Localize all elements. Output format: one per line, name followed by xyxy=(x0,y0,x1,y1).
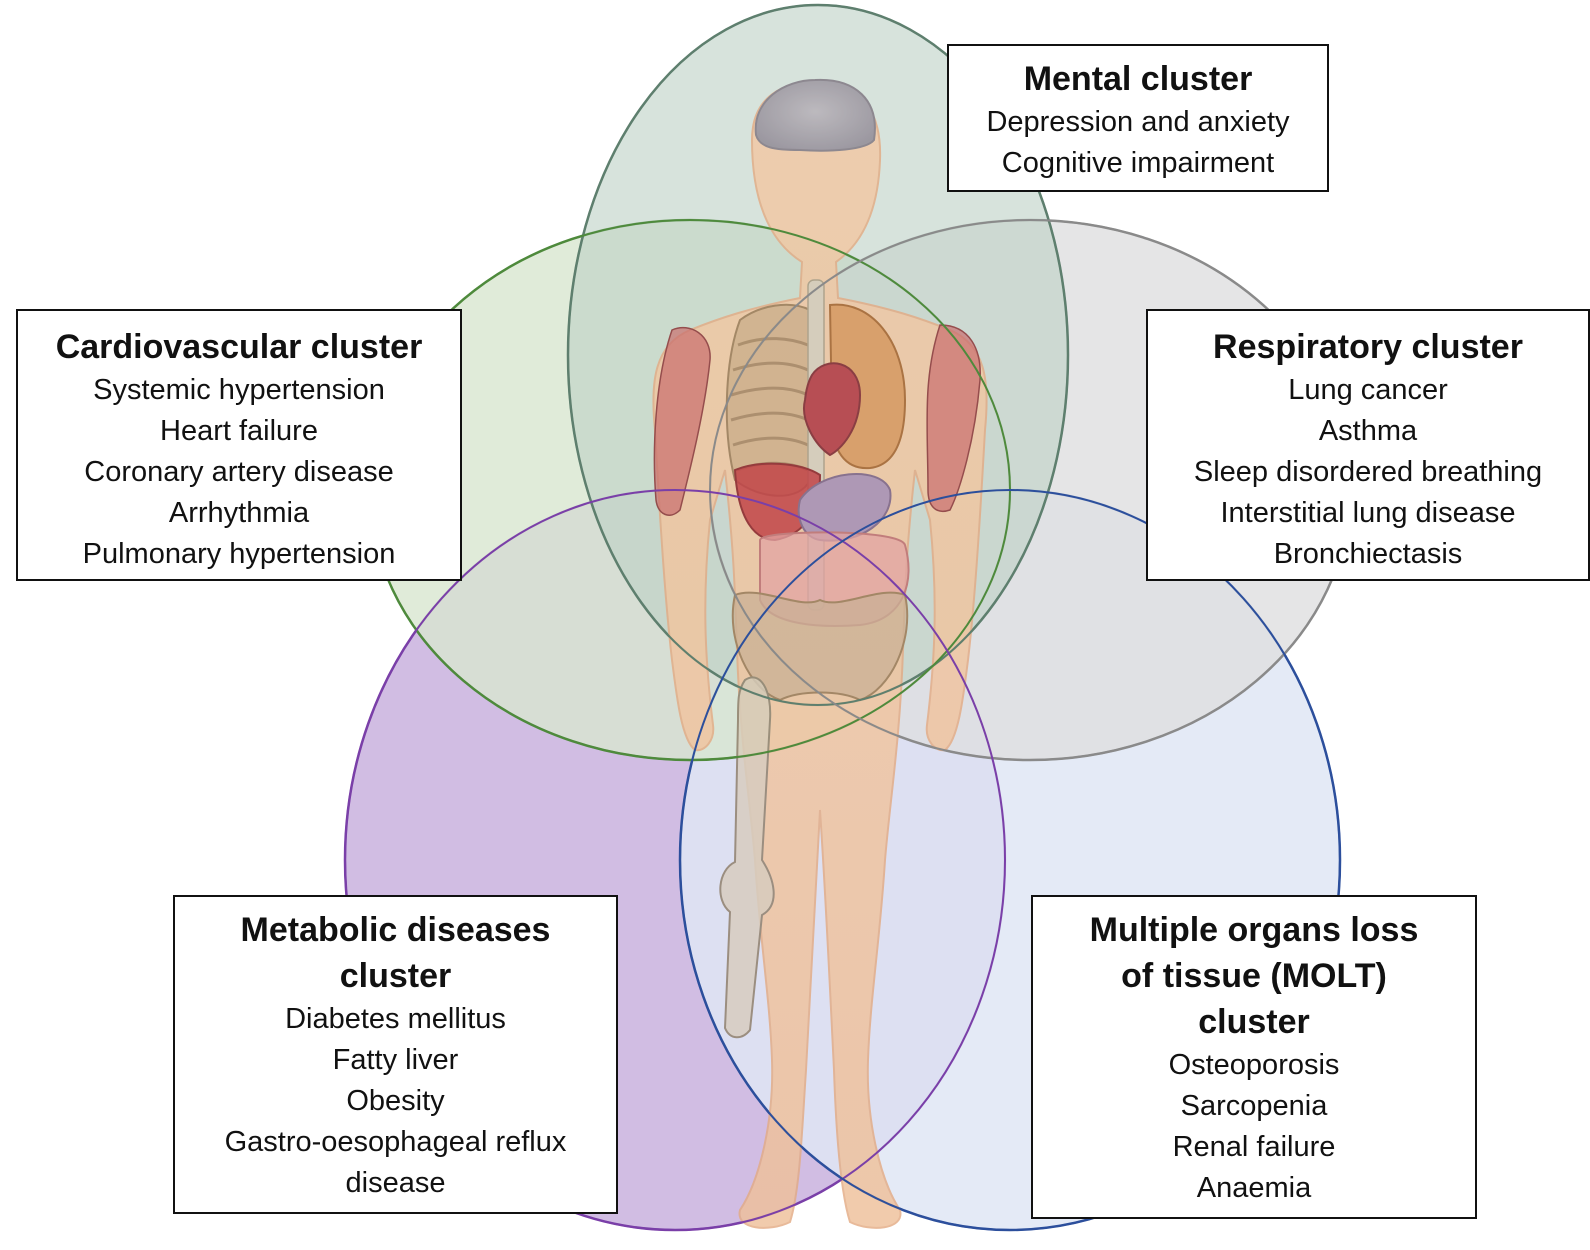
list-item: Systemic hypertension xyxy=(18,370,460,411)
list-item: Pulmonary hypertension xyxy=(18,534,460,575)
list-item: Anaemia xyxy=(1033,1168,1475,1209)
list-item: Lung cancer xyxy=(1148,370,1588,411)
mental-cluster-title: Mental cluster xyxy=(949,56,1327,102)
list-item: disease xyxy=(175,1163,616,1204)
list-item: Obesity xyxy=(175,1081,616,1122)
molt-cluster-title-line-2: of tissue (MOLT) xyxy=(1033,953,1475,999)
mental-cluster-list: Depression and anxiety Cognitive impairm… xyxy=(949,102,1327,184)
cardiovascular-cluster-title: Cardiovascular cluster xyxy=(18,324,460,370)
list-item: Sleep disordered breathing xyxy=(1148,452,1588,493)
metabolic-cluster-list: Diabetes mellitus Fatty liver Obesity Ga… xyxy=(175,999,616,1204)
list-item: Sarcopenia xyxy=(1033,1086,1475,1127)
list-item: Cognitive impairment xyxy=(949,143,1327,184)
metabolic-cluster-title-line-2: cluster xyxy=(175,953,616,999)
list-item: Renal failure xyxy=(1033,1127,1475,1168)
list-item: Heart failure xyxy=(18,411,460,452)
respiratory-cluster-box: Respiratory cluster Lung cancer Asthma S… xyxy=(1146,309,1590,581)
respiratory-cluster-title: Respiratory cluster xyxy=(1148,324,1588,370)
molt-cluster-title-line-3: cluster xyxy=(1033,999,1475,1045)
molt-cluster-box: Multiple organs loss of tissue (MOLT) cl… xyxy=(1031,895,1477,1219)
list-item: Arrhythmia xyxy=(18,493,460,534)
list-item: Fatty liver xyxy=(175,1040,616,1081)
list-item: Bronchiectasis xyxy=(1148,534,1588,575)
list-item: Gastro-oesophageal reflux xyxy=(175,1122,616,1163)
list-item: Interstitial lung disease xyxy=(1148,493,1588,534)
cardiovascular-cluster-box: Cardiovascular cluster Systemic hyperten… xyxy=(16,309,462,581)
mental-cluster-box: Mental cluster Depression and anxiety Co… xyxy=(947,44,1329,192)
metabolic-cluster-title-line-1: Metabolic diseases xyxy=(175,907,616,953)
list-item: Asthma xyxy=(1148,411,1588,452)
metabolic-cluster-box: Metabolic diseases cluster Diabetes mell… xyxy=(173,895,618,1214)
molt-cluster-title-line-1: Multiple organs loss xyxy=(1033,907,1475,953)
list-item: Diabetes mellitus xyxy=(175,999,616,1040)
respiratory-cluster-list: Lung cancer Asthma Sleep disordered brea… xyxy=(1148,370,1588,575)
list-item: Depression and anxiety xyxy=(949,102,1327,143)
cardiovascular-cluster-list: Systemic hypertension Heart failure Coro… xyxy=(18,370,460,575)
list-item: Coronary artery disease xyxy=(18,452,460,493)
list-item: Osteoporosis xyxy=(1033,1045,1475,1086)
molt-cluster-list: Osteoporosis Sarcopenia Renal failure An… xyxy=(1033,1045,1475,1209)
